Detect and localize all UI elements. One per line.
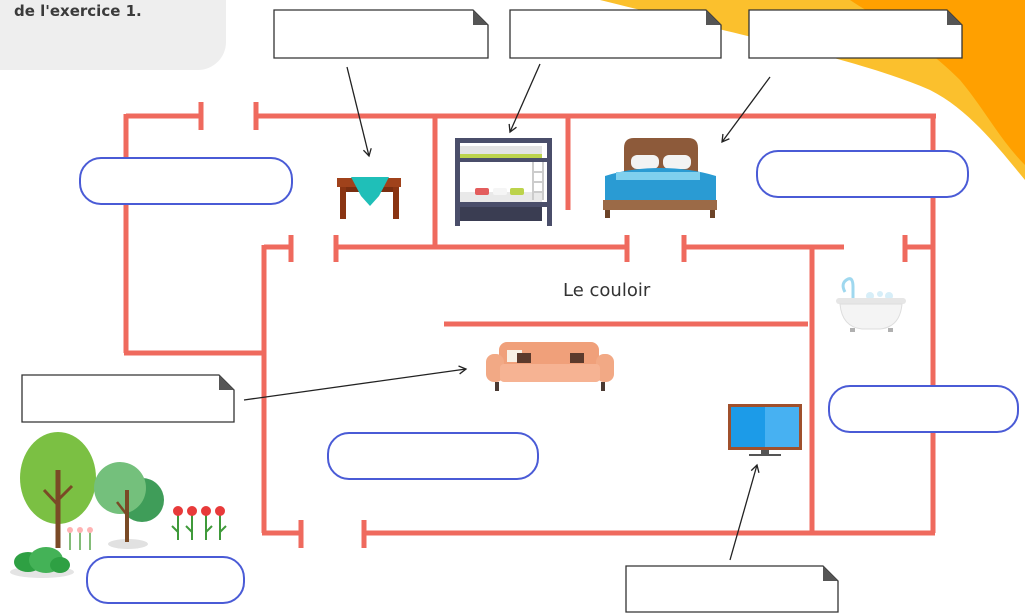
room-box-living-room[interactable]: [327, 432, 539, 480]
label-box-3[interactable]: [748, 9, 963, 59]
flowers-icon: [171, 506, 227, 540]
arrow-to-double-bed: [721, 76, 771, 144]
room-box-bedroom[interactable]: [756, 150, 969, 198]
arrow-to-sofa: [243, 365, 468, 401]
label-box-1[interactable]: [273, 9, 489, 59]
tree-icon: [20, 432, 96, 548]
room-box-entry[interactable]: [79, 157, 293, 205]
label-box-5[interactable]: [625, 565, 839, 613]
arrows: [243, 63, 771, 561]
table-icon: [337, 177, 401, 219]
double-bed-icon: [603, 138, 717, 218]
orange-swoosh: [850, 0, 1025, 165]
instruction-panel: [0, 0, 226, 70]
arrow-to-tv: [729, 463, 760, 561]
label-box-4[interactable]: [21, 374, 235, 423]
instruction-text: de l'exercice 1.: [14, 2, 142, 20]
bathtub-icon: [836, 277, 906, 332]
arrow-to-table: [346, 66, 372, 158]
tree-icon: [94, 462, 164, 549]
television-icon: [728, 404, 802, 456]
bunk-bed-icon: [455, 138, 552, 226]
label-box-2[interactable]: [509, 9, 722, 59]
walls: [123, 102, 936, 548]
sofa-icon: [486, 342, 614, 391]
room-box-garden[interactable]: [86, 556, 245, 604]
flowers-icon: [67, 527, 93, 550]
room-box-bathroom[interactable]: [828, 385, 1019, 433]
bush-icon: [10, 547, 74, 578]
arrow-to-bunk-bed: [508, 63, 541, 134]
corridor-label: Le couloir: [563, 280, 651, 301]
